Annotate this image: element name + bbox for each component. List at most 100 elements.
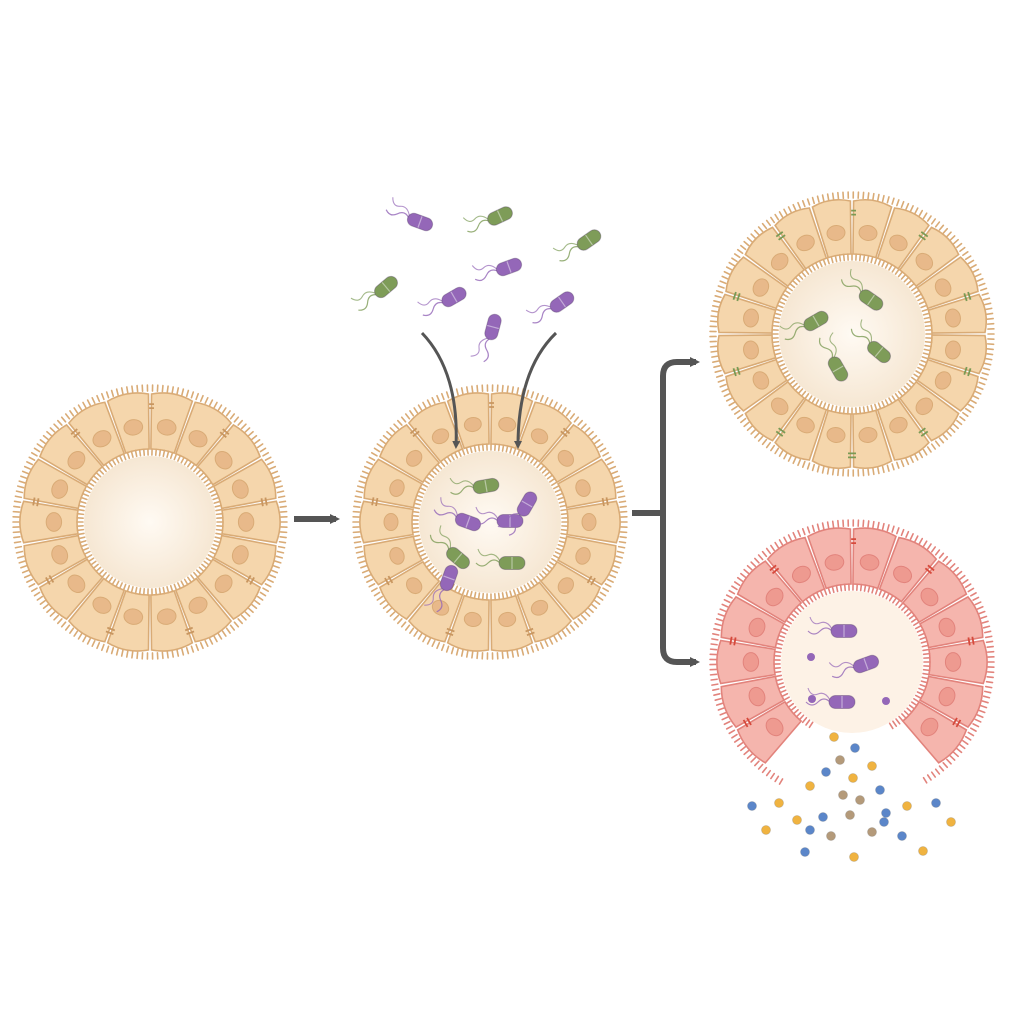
released-particle — [897, 831, 907, 841]
tight-junction — [445, 627, 455, 637]
released-particle — [855, 795, 865, 805]
free-bacteria-cluster — [350, 197, 602, 363]
tight-junction — [32, 497, 40, 507]
organoid-lumen — [84, 456, 216, 588]
cell-nucleus — [743, 308, 759, 328]
cell-nucleus — [765, 587, 784, 607]
cell-nucleus — [383, 513, 399, 531]
cell-nucleus — [231, 479, 249, 499]
organoid-infected — [352, 384, 628, 660]
tight-junction — [70, 428, 81, 439]
tight-junction — [848, 452, 856, 459]
cell-nucleus — [214, 574, 233, 593]
tight-junction — [384, 575, 394, 586]
cell-nucleus — [920, 717, 939, 737]
cell-nucleus — [743, 340, 759, 360]
cell-nucleus — [934, 371, 952, 390]
organoid-lumen — [779, 261, 925, 407]
cell-nucleus — [214, 451, 233, 470]
released-particle — [867, 761, 877, 771]
tight-junction — [45, 575, 55, 585]
released-particle — [879, 817, 889, 827]
tight-junction — [260, 497, 268, 507]
tight-junction — [952, 717, 962, 728]
tight-junction — [184, 626, 195, 636]
bacterium — [525, 291, 575, 324]
tight-junction — [963, 366, 972, 377]
cell-nucleus — [858, 225, 878, 241]
cell-nucleus — [826, 225, 846, 241]
released-particle — [946, 817, 956, 827]
cell-nucleus — [530, 599, 549, 616]
cell-nucleus — [915, 252, 934, 271]
cell-nucleus — [920, 587, 939, 607]
released-particle — [849, 852, 859, 862]
released-particles — [747, 732, 956, 862]
cell-nucleus — [389, 479, 405, 497]
released-particle — [875, 785, 885, 795]
bacterium — [429, 525, 470, 570]
tight-junction — [409, 427, 420, 438]
arrow-bacteria-entry-left — [420, 331, 461, 449]
released-particle — [838, 790, 848, 800]
cell-nucleus — [748, 686, 766, 707]
tight-junction — [963, 291, 972, 302]
cell-nucleus — [938, 617, 956, 638]
tight-junction — [586, 575, 596, 586]
organoid-commensal-outcome — [709, 191, 995, 477]
bacterial-particle — [807, 653, 815, 661]
organoid-healthy — [12, 384, 288, 660]
bacterium — [850, 319, 891, 364]
cell-nucleus — [824, 554, 845, 571]
bacterium — [473, 506, 524, 528]
cell-nucleus — [431, 599, 450, 616]
cell-nucleus — [581, 513, 597, 531]
bacterium — [552, 229, 602, 262]
tight-junction — [732, 291, 741, 302]
cell-nucleus — [67, 451, 86, 470]
tight-junction — [219, 428, 230, 439]
cell-nucleus — [67, 574, 86, 593]
cell-nucleus — [188, 430, 208, 448]
tight-junction — [775, 427, 786, 437]
cell-nucleus — [945, 308, 961, 328]
released-particle — [800, 847, 810, 857]
cell-nucleus — [92, 596, 112, 614]
cell-nucleus — [575, 547, 591, 565]
bacterium — [805, 687, 856, 709]
cell-nucleus — [765, 717, 784, 737]
cell-nucleus — [944, 652, 962, 672]
cell-nucleus — [770, 397, 789, 416]
cell-nucleus — [51, 479, 69, 499]
released-particle — [805, 825, 815, 835]
cell-nucleus — [791, 565, 811, 584]
cell-nucleus — [915, 397, 934, 416]
cell-nucleus — [796, 234, 815, 252]
cell-nucleus — [156, 419, 177, 436]
bacterium — [433, 497, 482, 532]
tight-junction — [918, 231, 929, 241]
cell-nucleus — [889, 234, 908, 252]
cell-nucleus — [826, 427, 846, 443]
tight-junction — [918, 427, 929, 437]
released-particle — [805, 781, 815, 791]
released-particle — [835, 755, 845, 765]
released-particle — [761, 825, 771, 835]
tight-junction — [775, 231, 786, 241]
cell-nucleus — [742, 652, 760, 672]
cell-nucleus — [530, 428, 549, 445]
bacterium — [424, 564, 459, 613]
cell-nucleus — [231, 545, 249, 565]
cell-nucleus — [557, 449, 574, 467]
organoid-lumen — [781, 591, 923, 733]
released-particle — [881, 808, 891, 818]
cell-nucleus — [752, 371, 770, 390]
cell-nucleus — [431, 428, 450, 445]
bacterium — [497, 491, 538, 536]
organoid-lumen — [419, 451, 561, 593]
released-particle — [931, 798, 941, 808]
bacterium — [840, 268, 884, 311]
cell-nucleus — [945, 340, 961, 360]
cell-nucleus — [156, 608, 177, 625]
cell-nucleus — [893, 565, 913, 584]
